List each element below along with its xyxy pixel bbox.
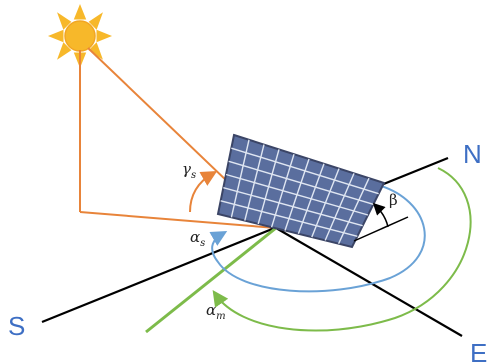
panel-azimuth-line <box>145 226 277 334</box>
panel-grid-line <box>225 173 369 216</box>
east-label: E <box>470 338 487 362</box>
altitude-arc <box>189 171 218 213</box>
panel-grid-line <box>223 186 363 227</box>
north-label: N <box>463 139 482 169</box>
solar-azimuth-arc <box>209 184 426 293</box>
panel-grid-line <box>228 160 374 206</box>
south-label: S <box>8 311 25 341</box>
sun-icon <box>47 3 113 69</box>
tilt-indicator <box>353 202 409 242</box>
panel-azimuth-arc <box>212 167 472 332</box>
panel-grid-line <box>231 147 379 195</box>
alpha-m-label: αm <box>206 301 226 322</box>
beta-label: β <box>389 191 398 209</box>
panel-grid-line <box>220 200 358 238</box>
gamma-s-label: γs <box>182 160 196 181</box>
solar-panel <box>216 133 386 249</box>
alpha-s-label: αs <box>190 228 205 249</box>
